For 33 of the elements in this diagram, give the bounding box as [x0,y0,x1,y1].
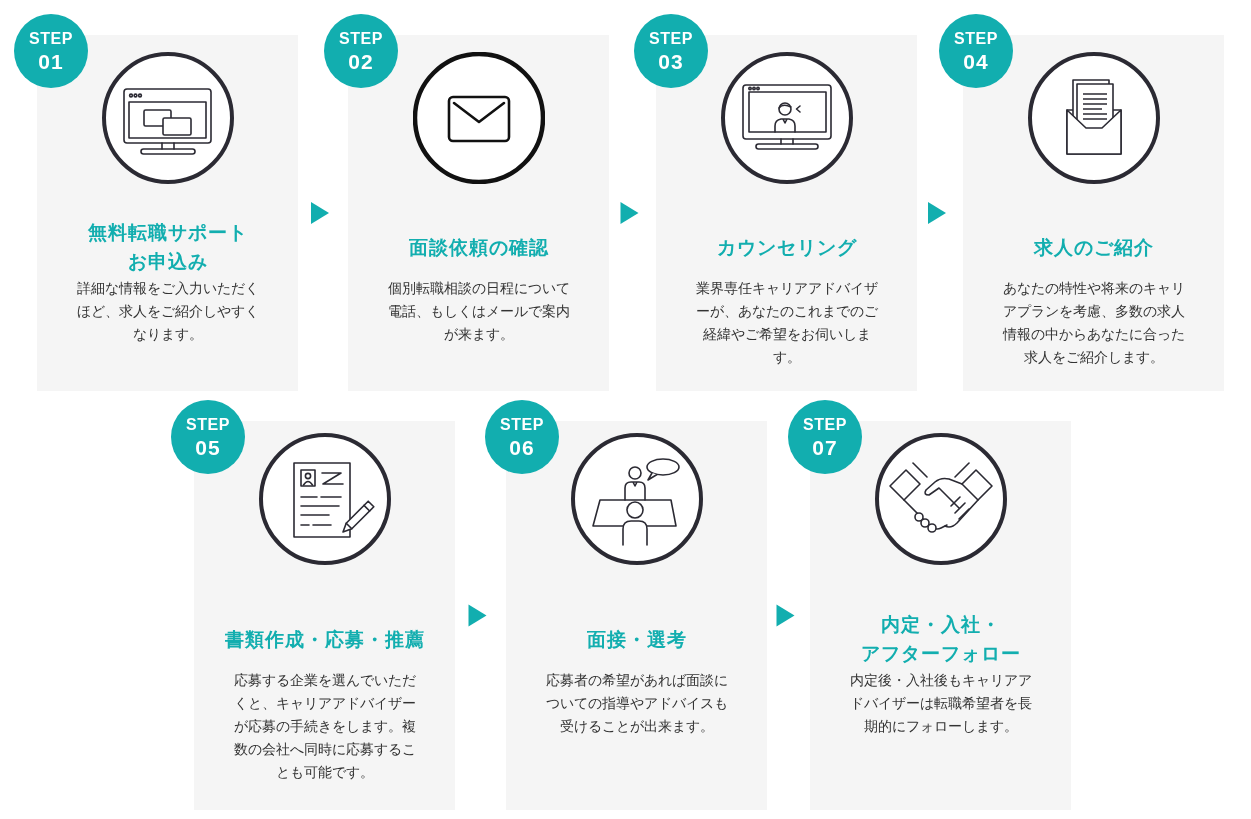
arrow [620,202,639,224]
step-number: 02 [348,50,374,72]
arrow [776,604,795,627]
step-title: 書類作成・応募・推薦 [224,627,425,652]
step-label: STEP [29,30,73,47]
step-number: 04 [963,50,989,72]
step-label: STEP [649,30,693,47]
step-description: 個別転職相談の日程について電話、もしくはメールで案内が来ます。 [386,279,571,344]
step-description: 内定後・入社後もキャリアアドバイザーは転職希望者を長期的にフォローします。 [848,671,1033,736]
step-title: 求人のご紹介 [1033,235,1154,260]
step-description: 応募者の希望があれば面談についての指導やアドバイスも受けることが出来ます。 [544,671,729,736]
step-description: 詳細な情報をご入力いただくほど、求人をご紹介しやすくなります。 [75,279,260,344]
step-label: STEP [500,416,544,433]
step-description: 応募する企業を選んでいただくと、キャリアアドバイザーが応募の手続きをします。複数の会社へ同時に応募することも可能です。 [232,671,417,782]
arrow [311,202,329,224]
step-number: 06 [509,436,535,458]
step-label: STEP [186,416,230,433]
step-title: 面談依頼の確認 [408,235,549,260]
step-label: STEP [954,30,998,47]
step-description: 業界専任キャリアアドバイザーが、あなたのこれまでのご経緯やご希望をお伺いします。 [694,279,879,367]
arrow [468,604,487,627]
step-number: 07 [812,436,838,458]
step-description: あなたの特性や将来のキャリアプランを考慮、多数の求人情報の中からあなたに合った求人をご紹介します。 [1001,279,1186,367]
step-number: 01 [38,50,64,72]
arrow [928,202,946,224]
step-number: 05 [195,436,221,458]
step-label: STEP [339,30,383,47]
step-title: 無料転職サポートお申込み [86,221,249,274]
step-title: 面接・選考 [586,627,687,652]
step-number: 03 [658,50,684,72]
step-title: 内定・入社・アフターフォロー [859,613,1022,666]
step-title: カウンセリング [716,235,857,260]
step-label: STEP [803,416,847,433]
